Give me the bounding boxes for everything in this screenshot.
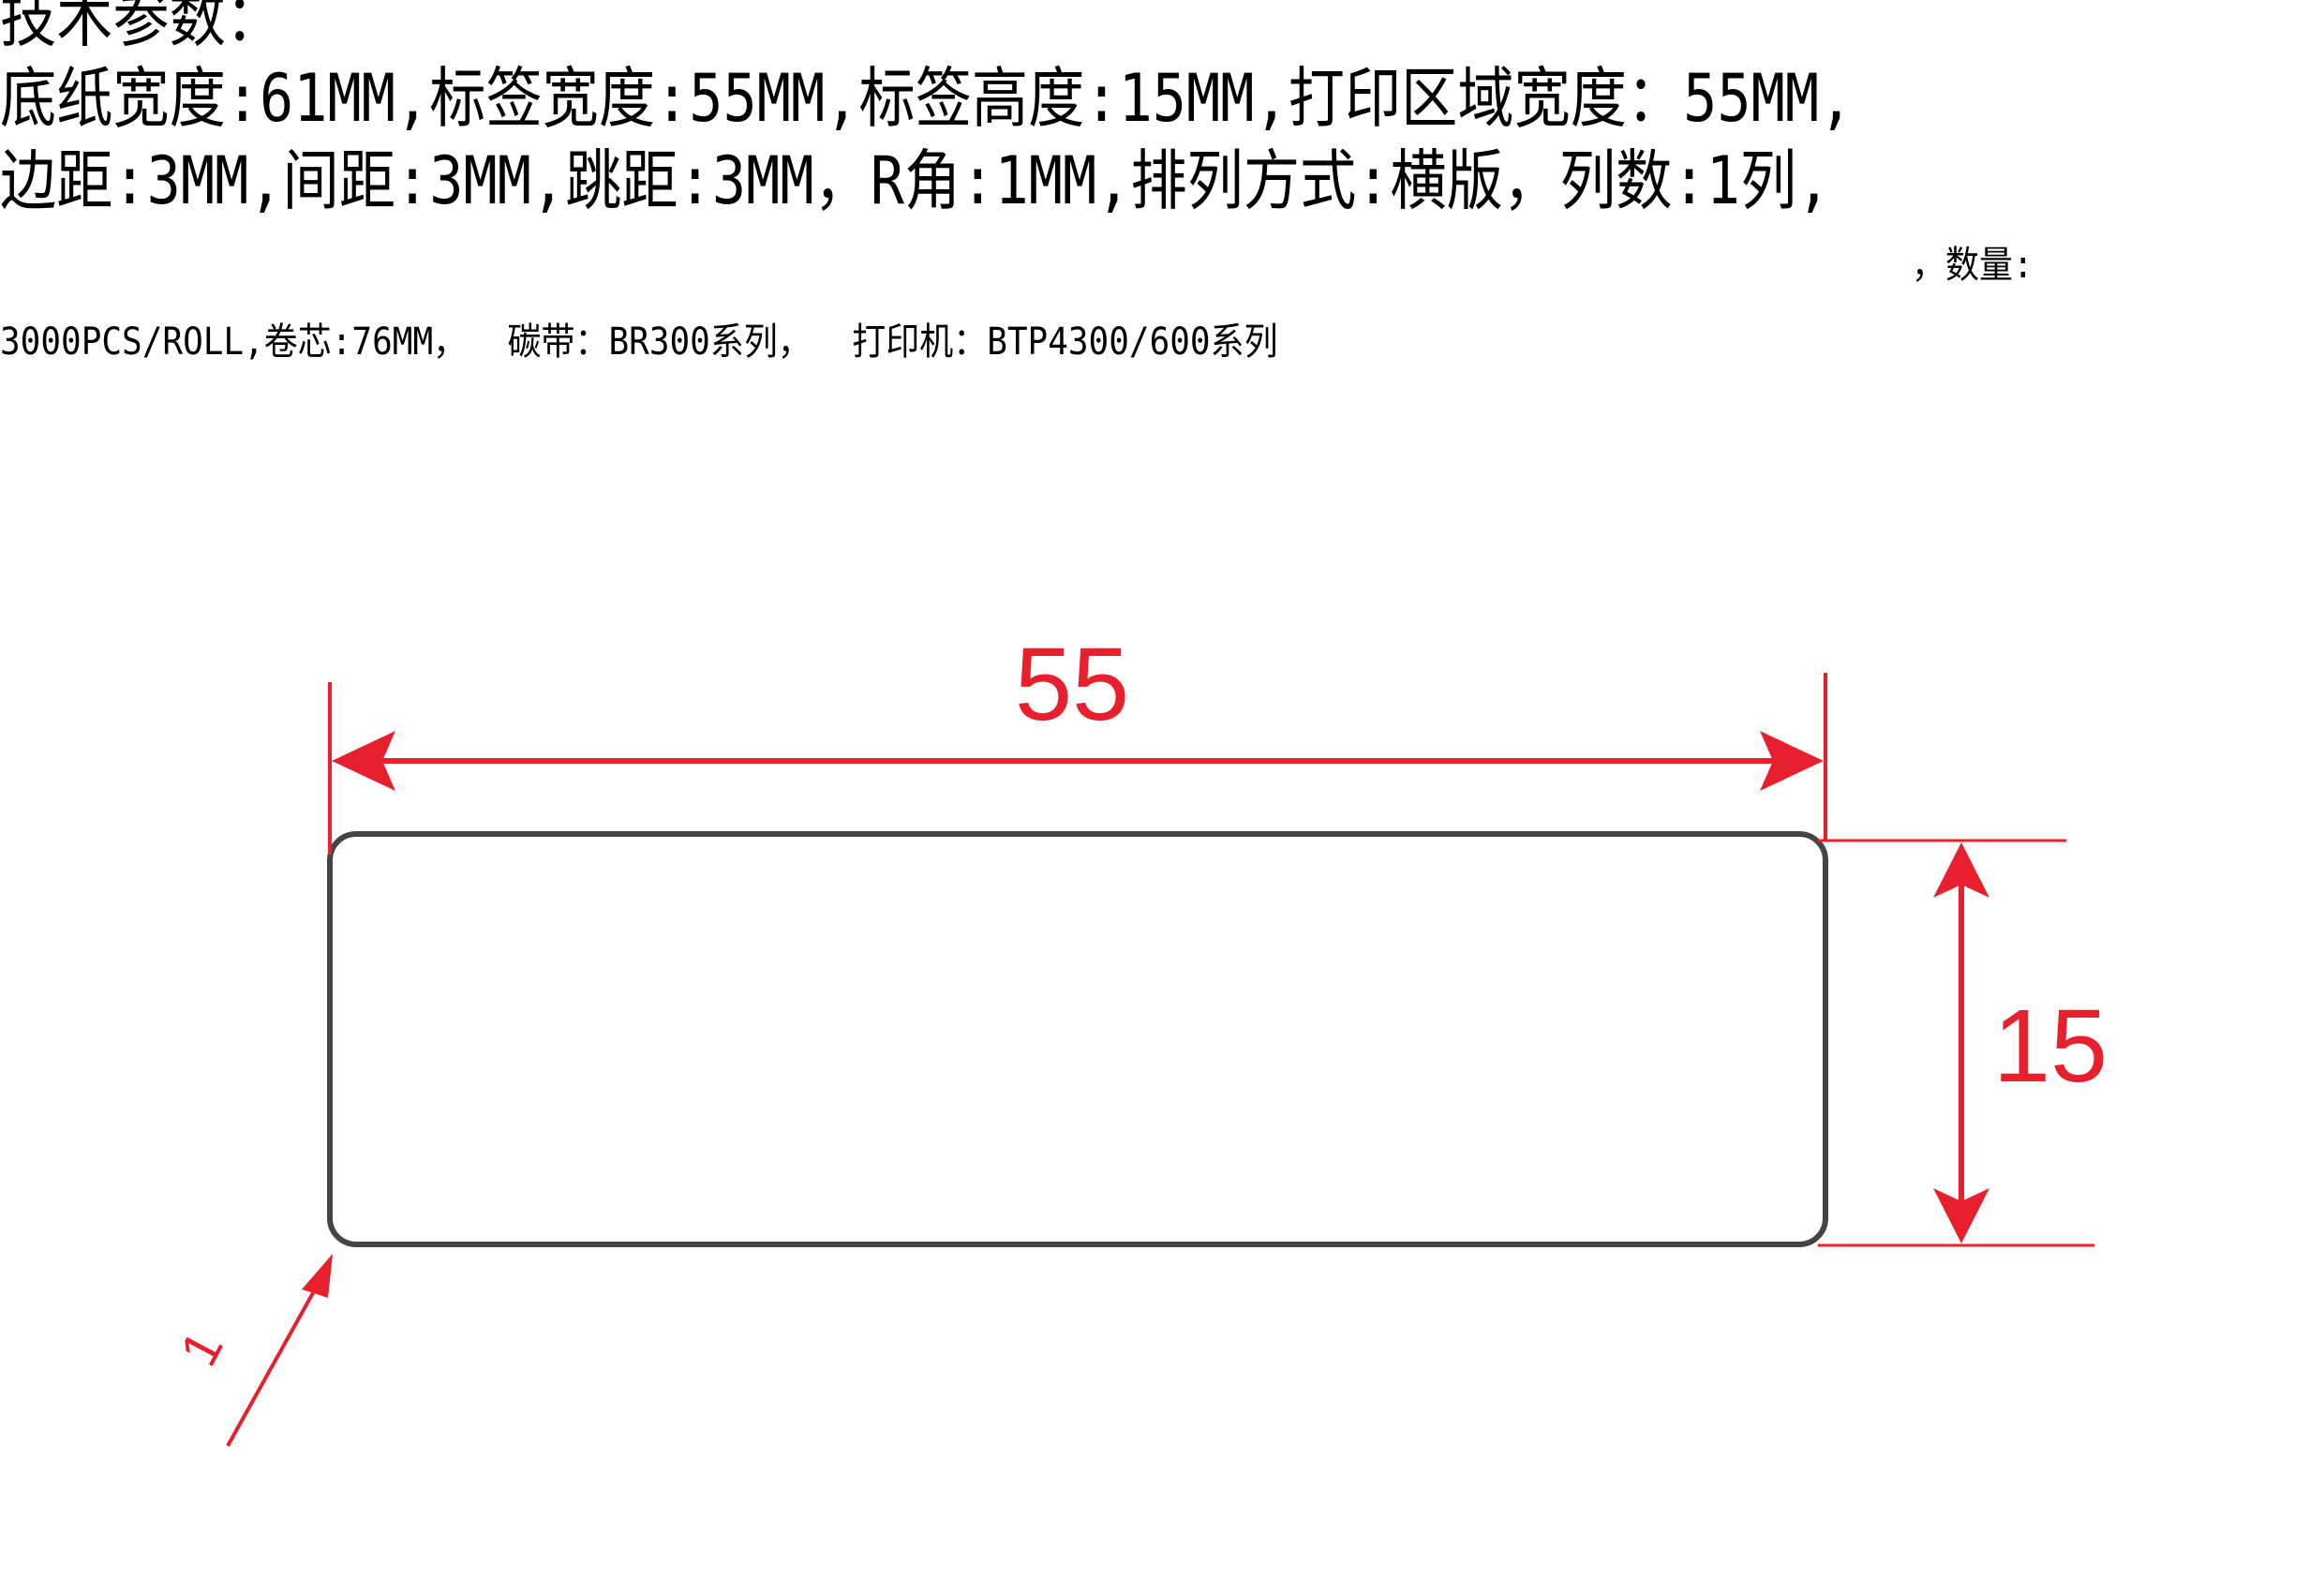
spec-line-1: 底纸宽度:61MM,标签宽度:55MM,标签高度:15MM,打印区域宽度：55M… bbox=[0, 60, 1854, 137]
spec-quantity-label: ，数量: bbox=[1912, 244, 2034, 287]
spec-line-2: 边距:3MM,间距:3MM,跳距:3MM，R角:1MM,排列方式:横版，列数:1… bbox=[0, 142, 1831, 219]
corner-pointer-line bbox=[226, 1273, 325, 1447]
width-dimension bbox=[328, 673, 1827, 855]
corner-radius-label: 1 bbox=[169, 1321, 234, 1375]
spec-line-3: 3000PCS/ROLL,卷芯:76MM， 碳带：BR300系列， 打印机：BT… bbox=[0, 320, 1278, 364]
height-dimension bbox=[1818, 839, 2094, 1247]
corner-radius-pointer bbox=[226, 1254, 333, 1447]
width-arrow-right bbox=[1760, 731, 1824, 791]
height-arrow-bottom bbox=[1933, 1188, 1989, 1243]
width-label: 55 bbox=[1015, 627, 1129, 742]
corner-pointer-arrowhead bbox=[302, 1254, 333, 1298]
width-arrow-left bbox=[332, 731, 395, 791]
spec-heading: 技术参数： bbox=[0, 0, 282, 56]
label-outline bbox=[327, 831, 1828, 1247]
height-label: 15 bbox=[1993, 989, 2108, 1104]
height-arrow-top bbox=[1933, 842, 1989, 898]
